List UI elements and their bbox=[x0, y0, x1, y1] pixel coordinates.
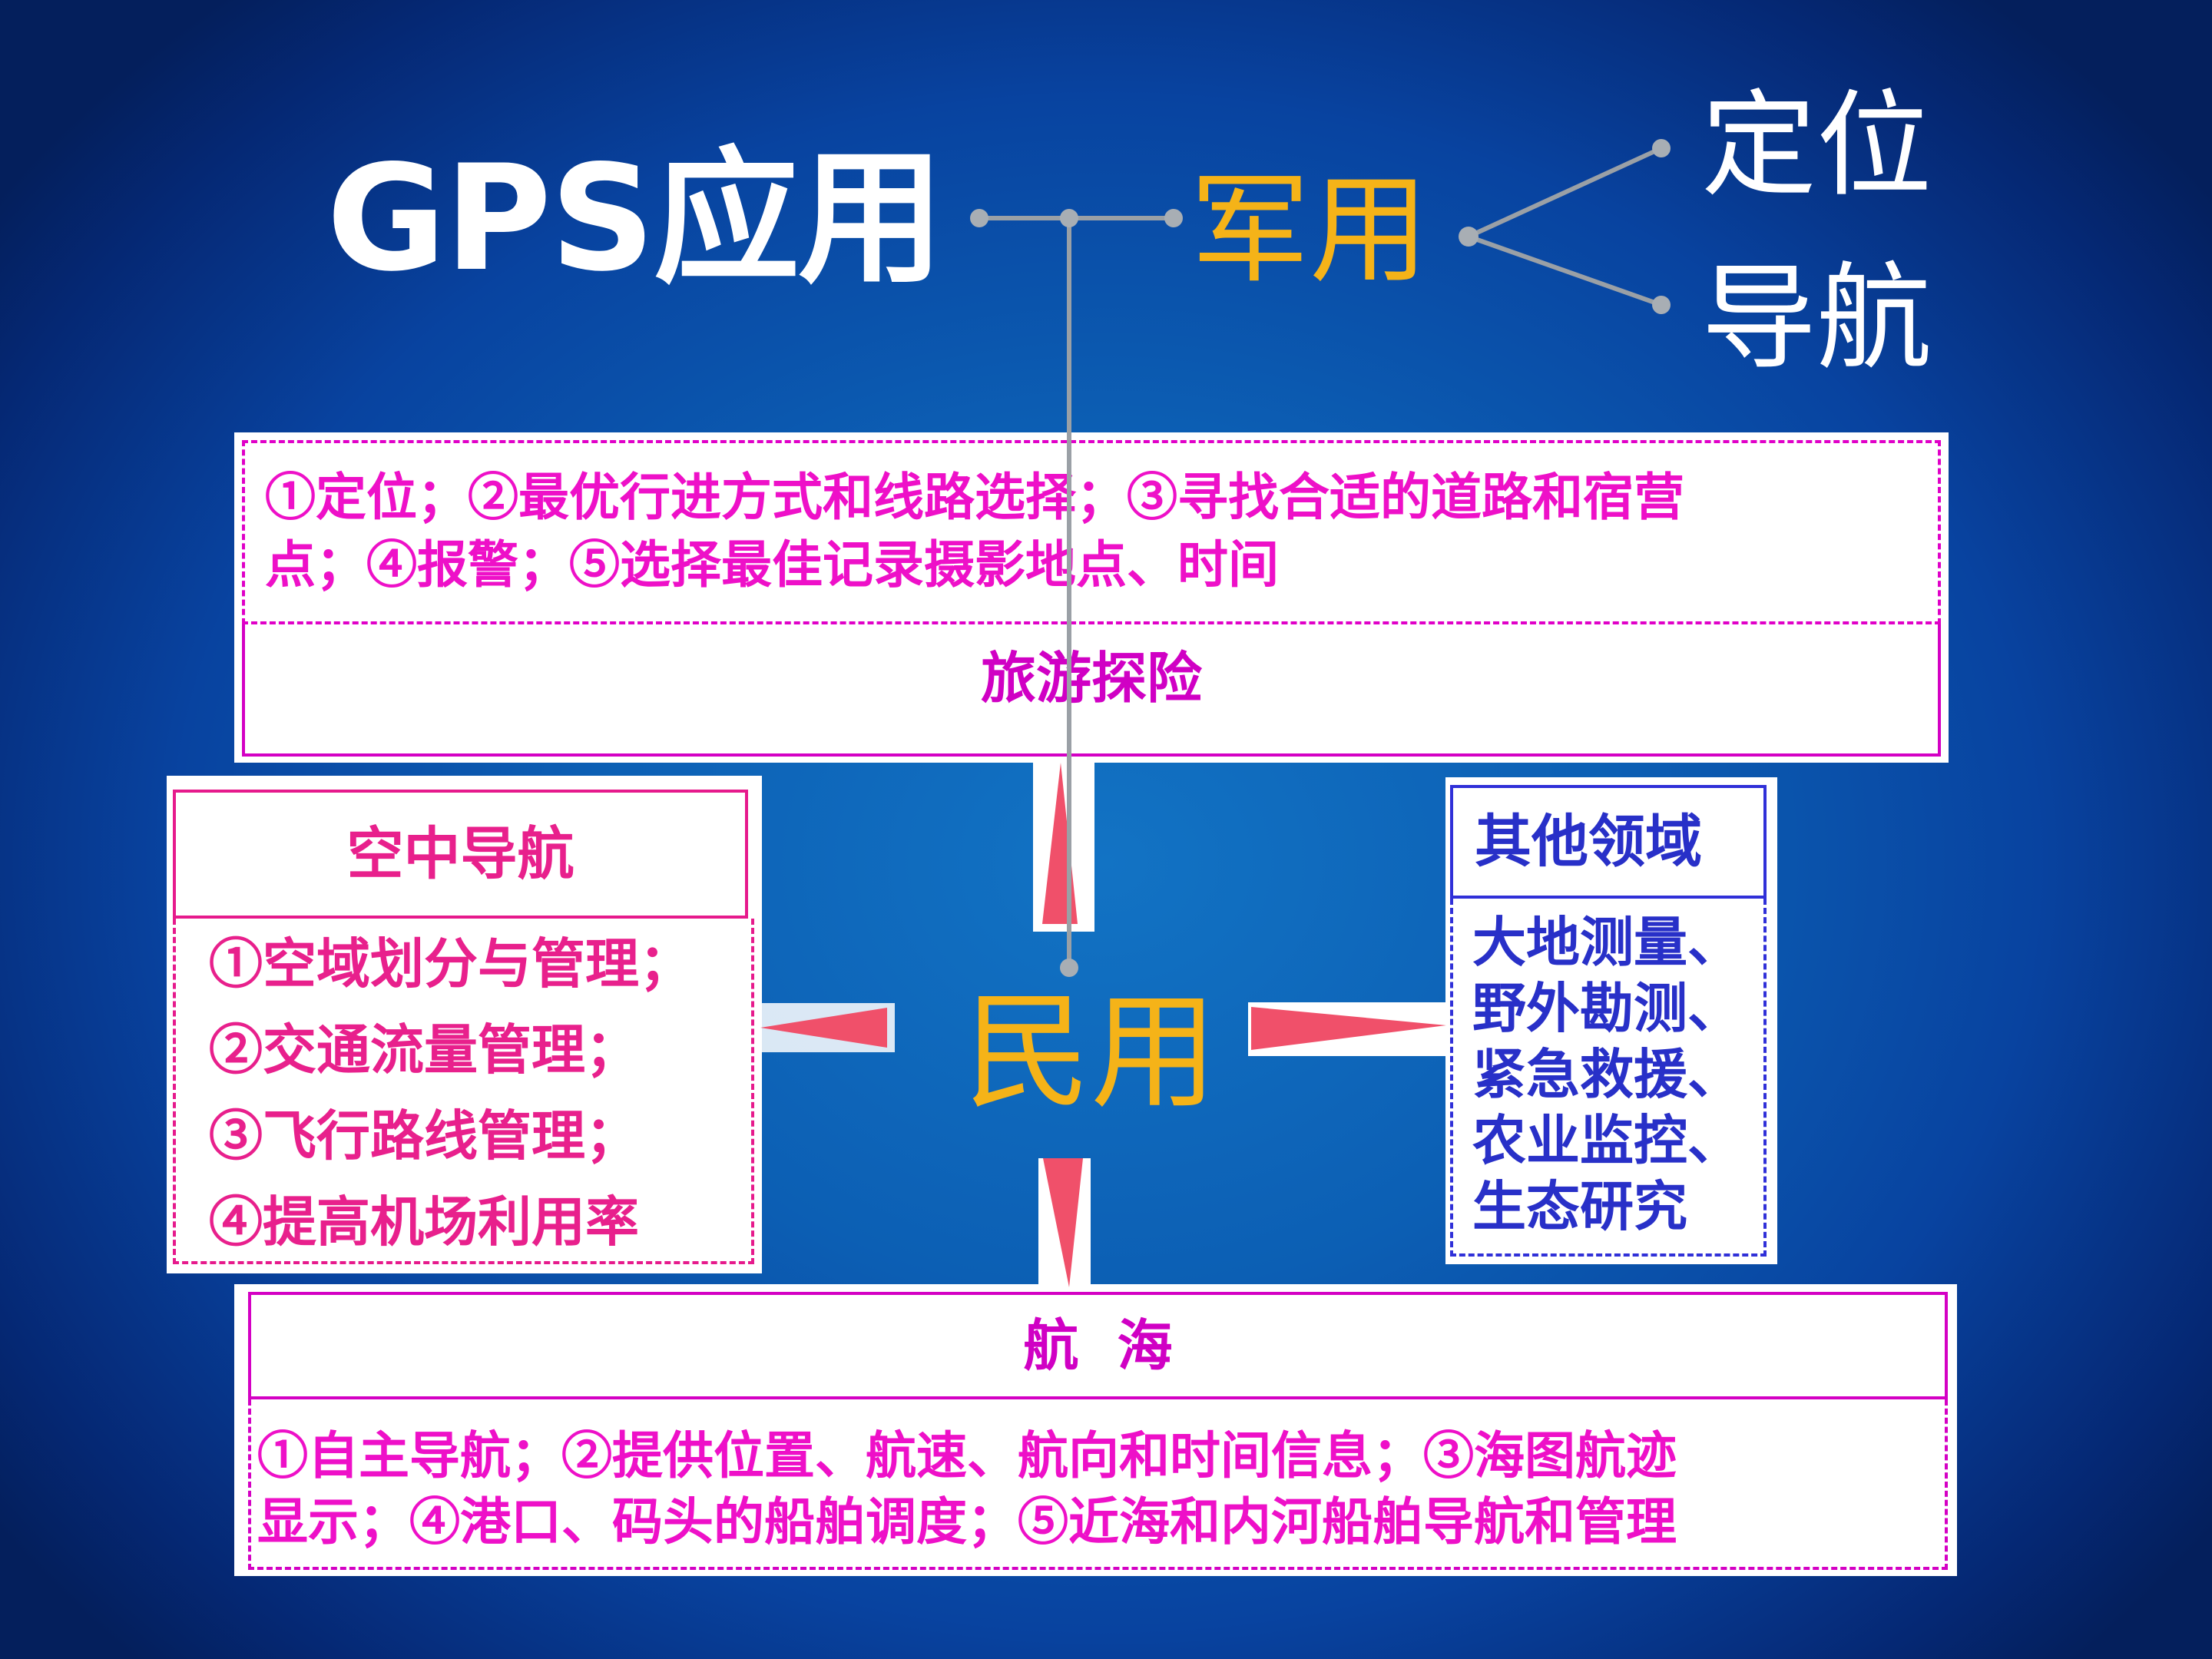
air-navigation-item: ②交通流量管理； bbox=[209, 1018, 639, 1081]
connector-node bbox=[1652, 296, 1671, 314]
maritime-details-line-2: 显示；④港口、码头的船舶调度；⑤近海和内河船舶导航和管理 bbox=[257, 1492, 1677, 1551]
tourism-details-frame bbox=[242, 440, 1941, 624]
air-navigation-item: ③飞行路线管理； bbox=[209, 1104, 639, 1167]
tourism-header: 旅游探险 bbox=[980, 645, 1202, 710]
tourism-details-line-2: 点；④报警；⑤选择最佳记录摄影地点、时间 bbox=[265, 535, 1279, 594]
connector-node bbox=[1652, 139, 1671, 157]
other-fields-item: 紧急救援、 bbox=[1472, 1042, 1741, 1106]
connector-node bbox=[970, 209, 988, 227]
other-fields-item: 生态研究 bbox=[1472, 1174, 1687, 1238]
connector-node bbox=[1060, 209, 1078, 227]
other-fields-header: 其他领域 bbox=[1450, 785, 1767, 899]
military-branch-positioning: 定位 bbox=[1701, 79, 1932, 213]
other-fields-item: 大地测量、 bbox=[1472, 910, 1741, 974]
tourism-box: ①定位；②最优行进方式和线路选择；③寻找合适的道路和宿营 点；④报警；⑤选择最佳… bbox=[234, 432, 1949, 763]
tourism-details-line-1: ①定位；②最优行进方式和线路选择；③寻找合适的道路和宿营 bbox=[265, 467, 1684, 527]
connector-military-navigation bbox=[1467, 234, 1663, 307]
maritime-header: 航 海 bbox=[248, 1292, 1948, 1399]
air-navigation-item: ①空域划分与管理； bbox=[209, 932, 693, 995]
air-navigation-items-frame bbox=[173, 919, 754, 1264]
tourism-details: ①定位；②最优行进方式和线路选择；③寻找合适的道路和宿营 点；④报警；⑤选择最佳… bbox=[265, 463, 1933, 598]
diagram-title: GPS应用 bbox=[326, 134, 944, 303]
military-branch-navigation: 导航 bbox=[1701, 252, 1932, 386]
wedge-arrow-down bbox=[1038, 1158, 1091, 1287]
air-navigation-item: ④提高机场利用率 bbox=[209, 1190, 639, 1253]
wedge-arrow-left bbox=[760, 1003, 895, 1052]
tourism-header-frame bbox=[242, 624, 1941, 757]
maritime-details-frame bbox=[248, 1399, 1948, 1570]
air-navigation-header: 空中导航 bbox=[173, 790, 748, 919]
other-fields-item: 野外勘测、 bbox=[1472, 976, 1741, 1040]
connector-node bbox=[1164, 209, 1183, 227]
maritime-details-line-1: ①自主导航；②提供位置、航速、航向和时间信息；③海图航迹 bbox=[257, 1426, 1677, 1485]
other-fields-box: 其他领域 大地测量、 野外勘测、 紧急救援、 农业监控、 生态研究 bbox=[1445, 777, 1777, 1264]
military-label: 军用 bbox=[1190, 161, 1429, 300]
wedge-arrow-right bbox=[1248, 1002, 1446, 1056]
civil-label: 民用 bbox=[964, 979, 1217, 1126]
maritime-details: ①自主导航；②提供位置、航速、航向和时间信息；③海图航迹 显示；④港口、码头的船… bbox=[257, 1422, 1940, 1555]
connector-military-positioning bbox=[1467, 146, 1663, 239]
other-fields-item: 农业监控、 bbox=[1472, 1108, 1741, 1172]
air-navigation-box: 空中导航 ①空域划分与管理； ②交通流量管理； ③飞行路线管理； ④提高机场利用… bbox=[167, 776, 762, 1273]
connector-node bbox=[1060, 959, 1078, 977]
other-fields-items-frame bbox=[1450, 899, 1767, 1257]
connector-node bbox=[1459, 227, 1479, 247]
maritime-box: 航 海 ①自主导航；②提供位置、航速、航向和时间信息；③海图航迹 显示；④港口、… bbox=[234, 1284, 1957, 1576]
